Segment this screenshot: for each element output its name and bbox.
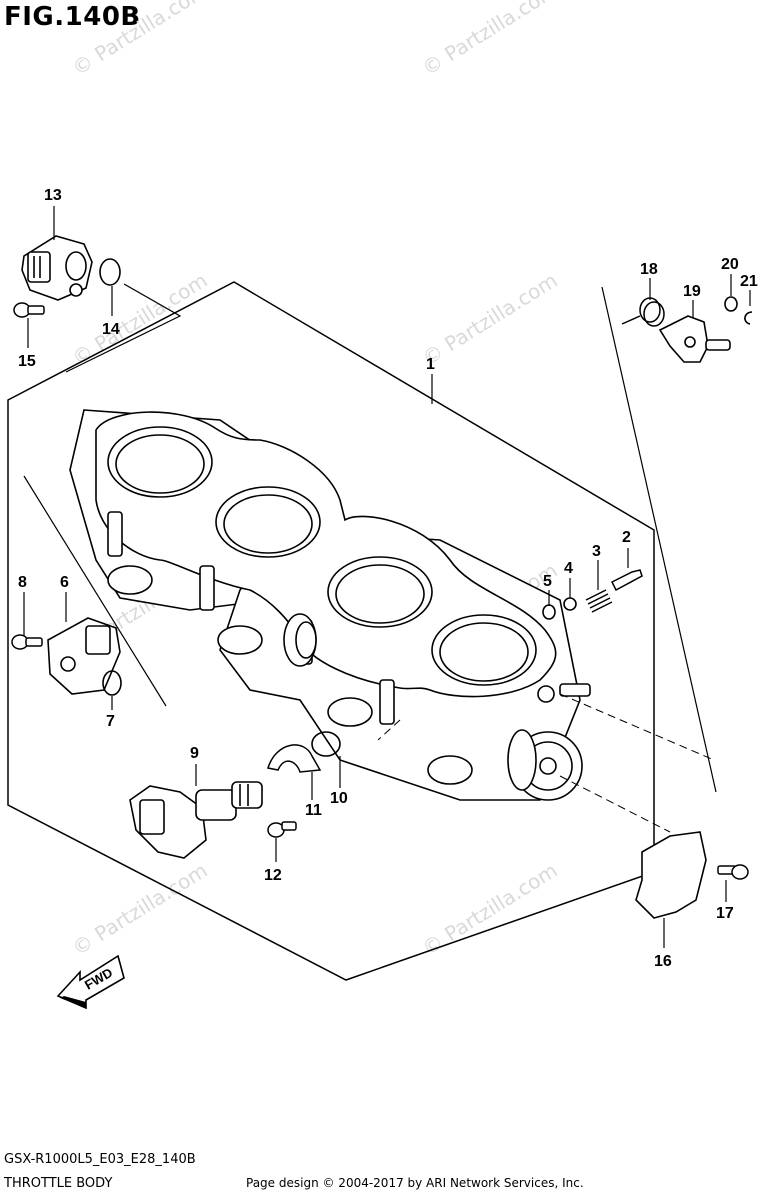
- subgroup-frame-6: [23, 475, 167, 707]
- callout-15: 15: [18, 353, 36, 370]
- bracket-16: [635, 831, 707, 919]
- watermark: © Partzilla.com: [68, 0, 212, 80]
- callout-8: 8: [18, 574, 27, 591]
- watermark: © Partzilla.com: [418, 858, 562, 960]
- callout-1: 1: [426, 356, 435, 373]
- spring-3: [585, 589, 613, 613]
- callout-18: 18: [640, 261, 658, 278]
- o-ring-7: [102, 670, 122, 696]
- sensor-6: [47, 617, 121, 695]
- sensor-13: [21, 235, 93, 301]
- callout-16: 16: [654, 953, 672, 970]
- centerlines: [377, 693, 715, 833]
- callout-21: 21: [740, 273, 758, 290]
- callout-4: 4: [564, 560, 573, 577]
- clip-21: [744, 311, 753, 325]
- callout-14: 14: [102, 321, 120, 338]
- clamp-11: [267, 744, 322, 773]
- section-name: THROTTLE BODY: [4, 1176, 113, 1191]
- callout-3: 3: [592, 543, 601, 560]
- watermark: © Partzilla.com: [68, 268, 212, 370]
- figure-title: FIG.140B: [4, 2, 141, 32]
- callout-19: 19: [683, 283, 701, 300]
- callout-9: 9: [190, 745, 199, 762]
- callout-10: 10: [330, 790, 348, 807]
- spring-18: [621, 297, 665, 327]
- o-ring-14: [99, 258, 121, 286]
- callout-20: 20: [721, 256, 739, 273]
- screw-17: [717, 864, 749, 880]
- throttle-body: [69, 409, 591, 801]
- screw-2: [610, 569, 643, 592]
- callouts: 1 2 3 4 5 6 7 8 9 10 11 12 13 14 15 16 1…: [18, 187, 758, 970]
- diagram-code: GSX-R1000L5_E03_E28_140B: [4, 1152, 196, 1167]
- callout-17: 17: [716, 905, 734, 922]
- screw-8: [11, 634, 43, 650]
- callout-12: 12: [264, 867, 282, 884]
- lever-19: [658, 315, 731, 363]
- callout-2: 2: [622, 529, 631, 546]
- screw-12: [267, 821, 297, 838]
- washer-20: [724, 296, 738, 312]
- washer-4: [563, 597, 577, 611]
- fwd-arrow-shadow: [60, 996, 86, 1008]
- o-ring-10: [311, 731, 341, 757]
- sensor-9: [129, 781, 263, 859]
- watermark: © Partzilla.com: [418, 268, 562, 370]
- callout-6: 6: [60, 574, 69, 591]
- subgroup-frame-13: [65, 283, 182, 373]
- subgroup-frame-18: [601, 286, 717, 793]
- copyright-notice: Page design © 2004-2017 by ARI Network S…: [246, 1176, 584, 1190]
- fwd-arrow: FWD: [56, 954, 125, 1010]
- callout-11: 11: [305, 802, 322, 819]
- screw-15: [13, 302, 45, 318]
- callout-13: 13: [44, 187, 62, 204]
- callout-7: 7: [106, 713, 115, 730]
- callout-5: 5: [543, 573, 552, 590]
- leader-lines: [23, 206, 751, 948]
- watermark: © Partzilla.com: [418, 0, 562, 80]
